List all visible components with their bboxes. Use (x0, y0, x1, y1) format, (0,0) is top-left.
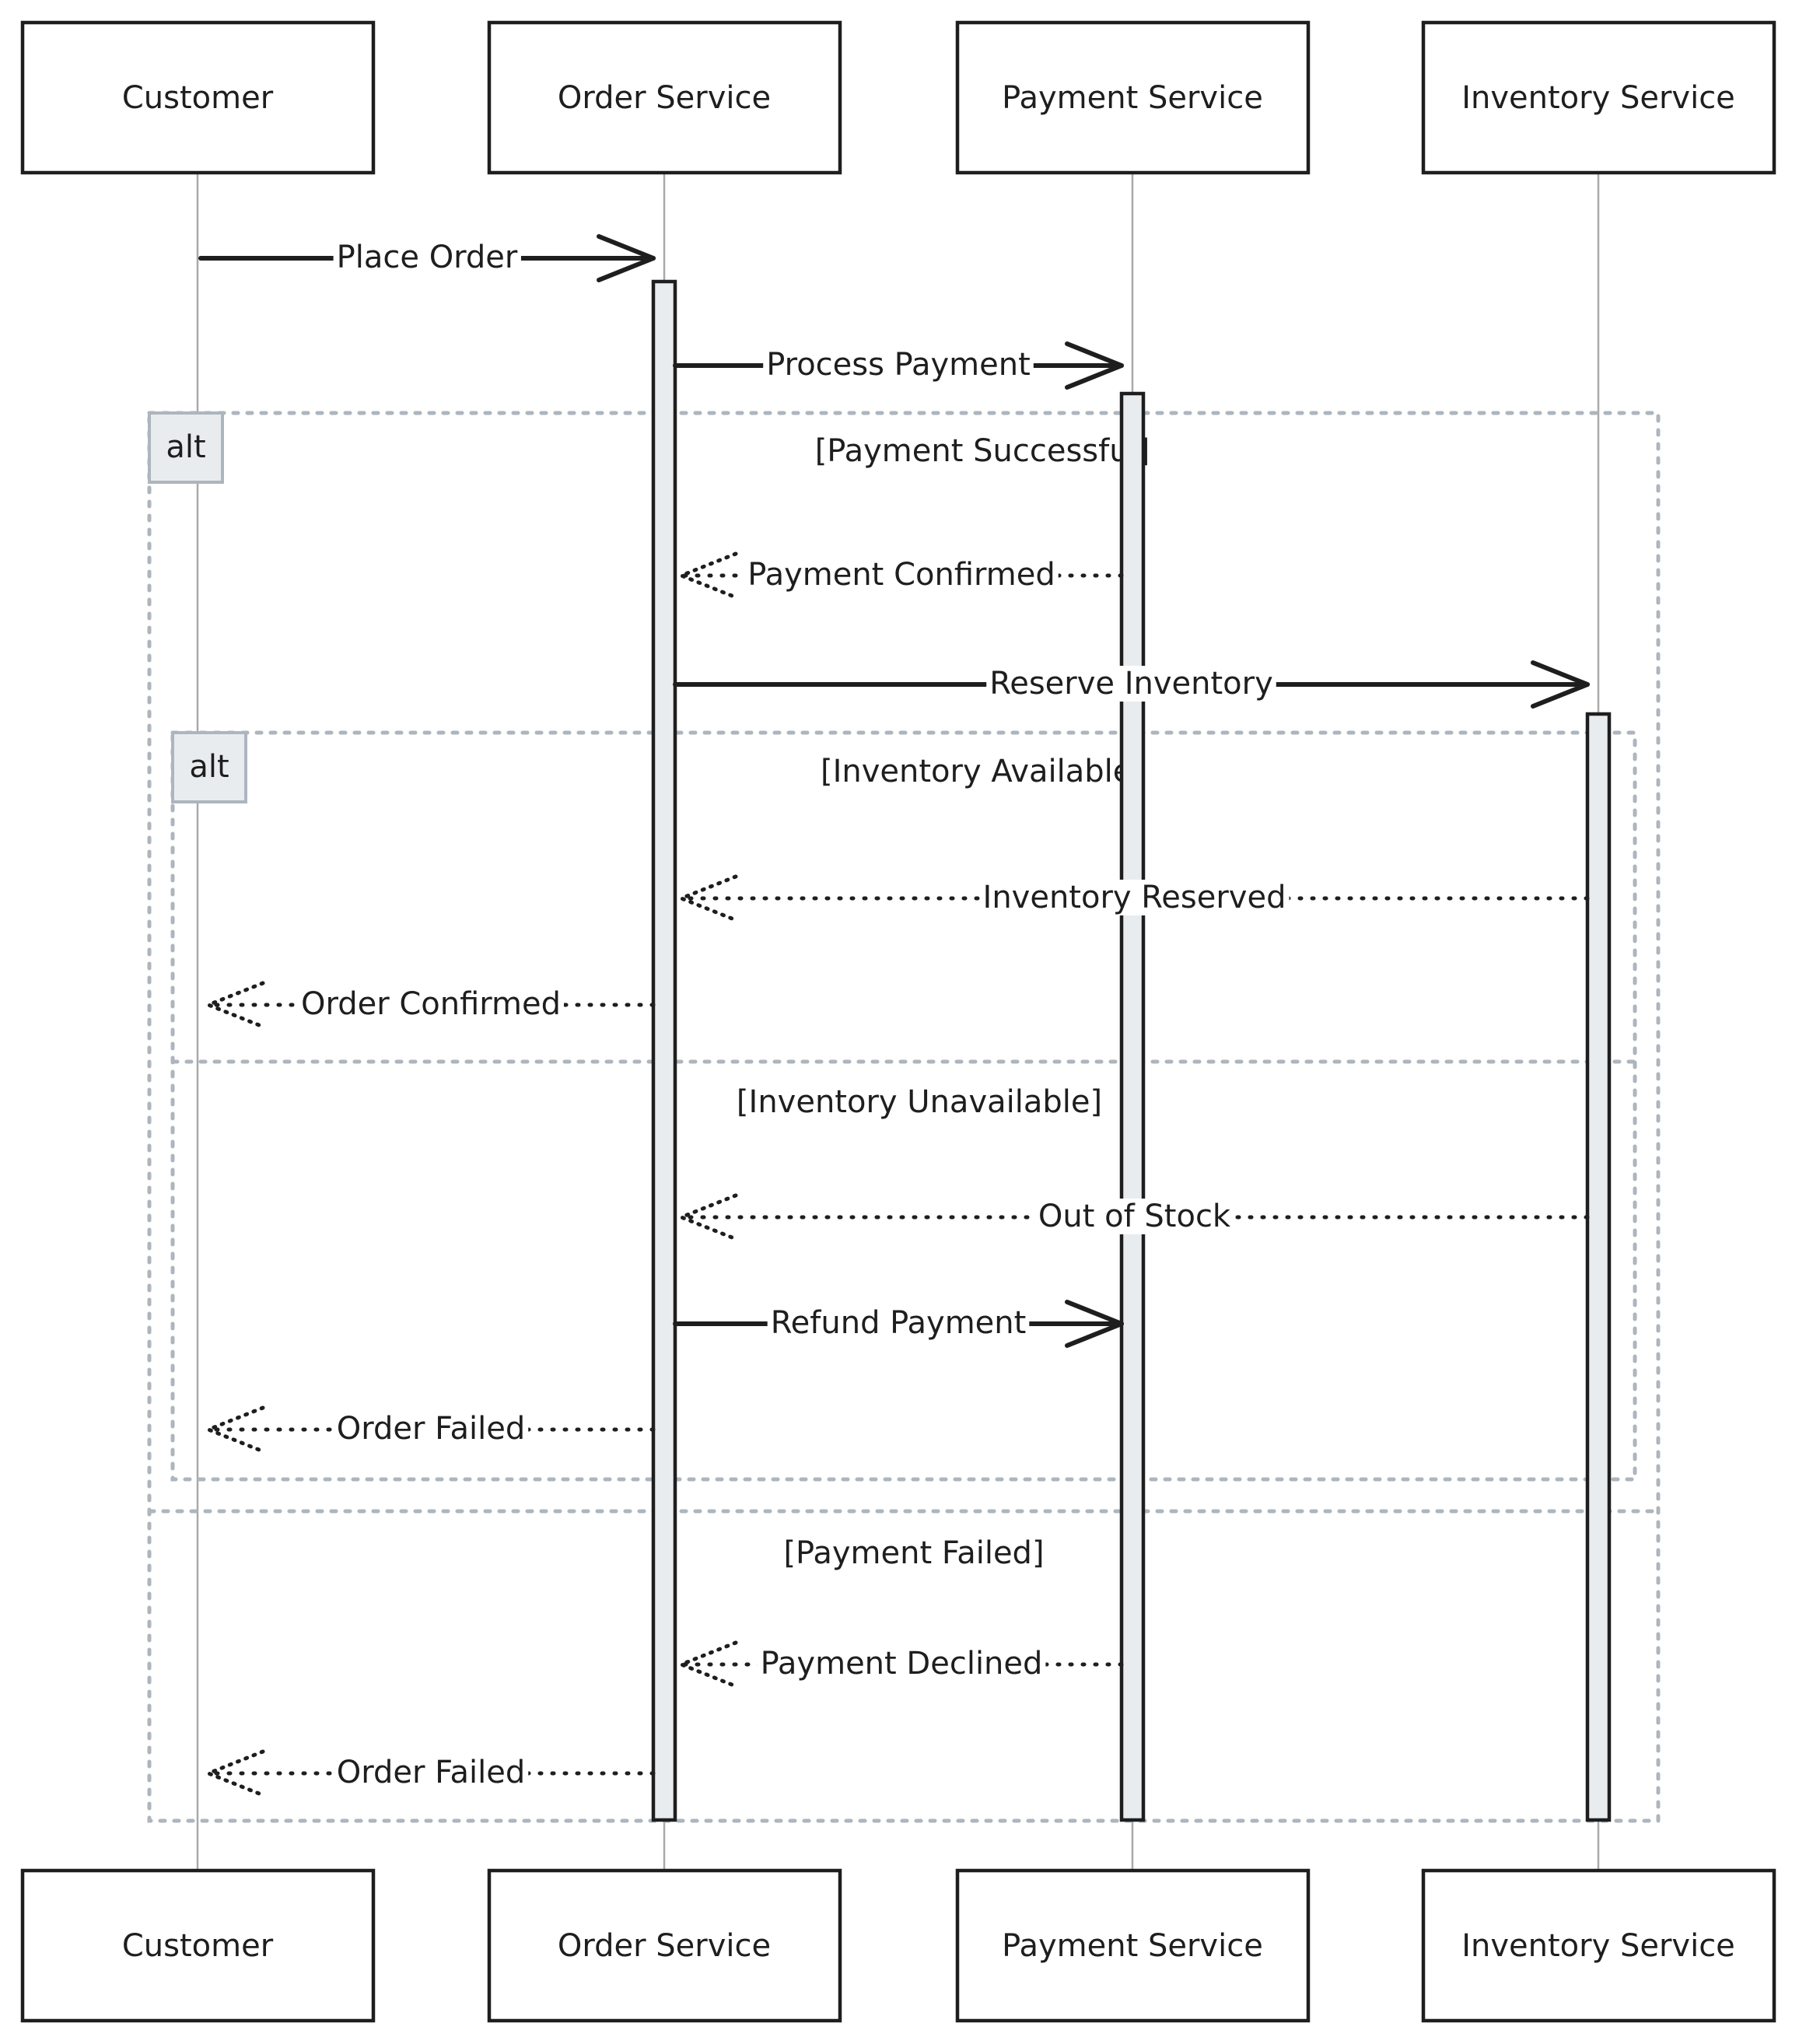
message-arrow: Inventory Reserved (676, 874, 1590, 922)
participant-payment-service-top: Payment Service (955, 20, 1311, 175)
message-label-background (986, 666, 1276, 702)
participant-label: Customer (122, 1928, 274, 1964)
participant-inventory-service-bottom: Inventory Service (1421, 1868, 1776, 2023)
alt-fragment-inventory: alt [Inventory Available] [Inventory Una… (170, 730, 1637, 1482)
participant-order-service-bottom: Order Service (487, 1868, 842, 2023)
participant-label: Payment Service (1002, 80, 1263, 116)
message-label: Payment Confirmed (747, 557, 1055, 593)
message-arrow: Order Failed (203, 1749, 656, 1797)
arrowhead (676, 874, 738, 922)
message-arrow: Out of Stock (676, 1193, 1590, 1241)
message-arrow: Order Confirmed (203, 981, 656, 1029)
participant-customer-bottom: Customer (20, 1868, 376, 2023)
arrowhead (1065, 341, 1124, 390)
message-arrow: Process Payment (673, 341, 1124, 390)
arrowhead (1065, 1300, 1124, 1348)
guard-payment-failed: [Payment Failed] (783, 1535, 1044, 1571)
guard-inventory-unavailable: [Inventory Unavailable] (737, 1084, 1102, 1120)
arrowhead (1531, 660, 1590, 709)
participant-label: Customer (122, 80, 274, 116)
alt-frame-inner (170, 730, 1637, 1482)
guard-payment-successful: [Payment Successful] (815, 433, 1150, 469)
participant-box (487, 1868, 842, 2023)
alt-tag-outer (148, 411, 224, 484)
message-label: Payment Declined (761, 1646, 1043, 1682)
message-label: Process Payment (766, 347, 1031, 383)
alt-tag-outer-label: alt (166, 429, 205, 465)
message-arrow: Order Failed (203, 1405, 656, 1454)
message-label: Out of Stock (1038, 1199, 1231, 1234)
message-label-background (1034, 1199, 1234, 1234)
participant-box (955, 20, 1311, 175)
message-label: Order Failed (337, 1411, 525, 1447)
alt-fragment-payment: alt [Payment Successful] [Payment Failed… (147, 411, 1661, 1823)
participant-order-service-top: Order Service (487, 20, 842, 175)
participant-label: Order Service (558, 80, 771, 116)
message-label-background (763, 347, 1034, 383)
message-label-background (333, 240, 521, 275)
participant-inventory-service-top: Inventory Service (1421, 20, 1776, 175)
arrowhead (203, 1749, 265, 1797)
guard-inventory-available: [Inventory Available] (821, 754, 1144, 789)
activation-inventory-service (1585, 712, 1612, 1822)
message-label-background (333, 1411, 529, 1447)
message-label: Order Failed (337, 1755, 525, 1790)
alt-tag-inner-label: alt (189, 749, 229, 785)
message-arrow: Payment Confirmed (676, 551, 1124, 600)
arrowhead (203, 1405, 265, 1454)
message-label-background (757, 1646, 1046, 1682)
activation-payment-service (1119, 391, 1146, 1822)
message-arrow: Refund Payment (673, 1300, 1124, 1348)
participant-box (487, 20, 842, 175)
participant-box (955, 1868, 1311, 2023)
arrowhead (676, 1640, 738, 1689)
message-label-background (333, 1755, 529, 1790)
participant-box (20, 1868, 376, 2023)
message-label-background (979, 880, 1290, 915)
message-arrow: Reserve Inventory (673, 660, 1590, 709)
alt-tag-inner (171, 731, 247, 803)
participant-box (1421, 20, 1776, 175)
message-label-background (744, 557, 1059, 593)
message-label-background (297, 986, 565, 1022)
participant-box (1421, 1868, 1776, 2023)
message-label: Order Confirmed (301, 986, 561, 1022)
message-label-background (767, 1305, 1030, 1341)
participant-label: Order Service (558, 1928, 771, 1964)
activation-order-service (651, 279, 677, 1822)
message-label: Place Order (337, 240, 518, 275)
participant-customer-top: Customer (20, 20, 376, 175)
message-arrow: Place Order (198, 234, 656, 282)
message-arrow: Payment Declined (676, 1640, 1124, 1689)
participant-label: Inventory Service (1461, 1928, 1735, 1964)
arrowhead (203, 981, 265, 1029)
alt-frame-outer (147, 411, 1661, 1823)
message-label: Refund Payment (771, 1305, 1027, 1341)
participant-label: Inventory Service (1461, 80, 1735, 116)
participant-label: Payment Service (1002, 1928, 1263, 1964)
arrowhead (676, 1193, 738, 1241)
participant-payment-service-bottom: Payment Service (955, 1868, 1311, 2023)
arrowhead (676, 551, 738, 600)
participant-box (20, 20, 376, 175)
arrowhead (597, 234, 656, 282)
message-label: Reserve Inventory (989, 666, 1273, 702)
message-label: Inventory Reserved (983, 880, 1286, 915)
